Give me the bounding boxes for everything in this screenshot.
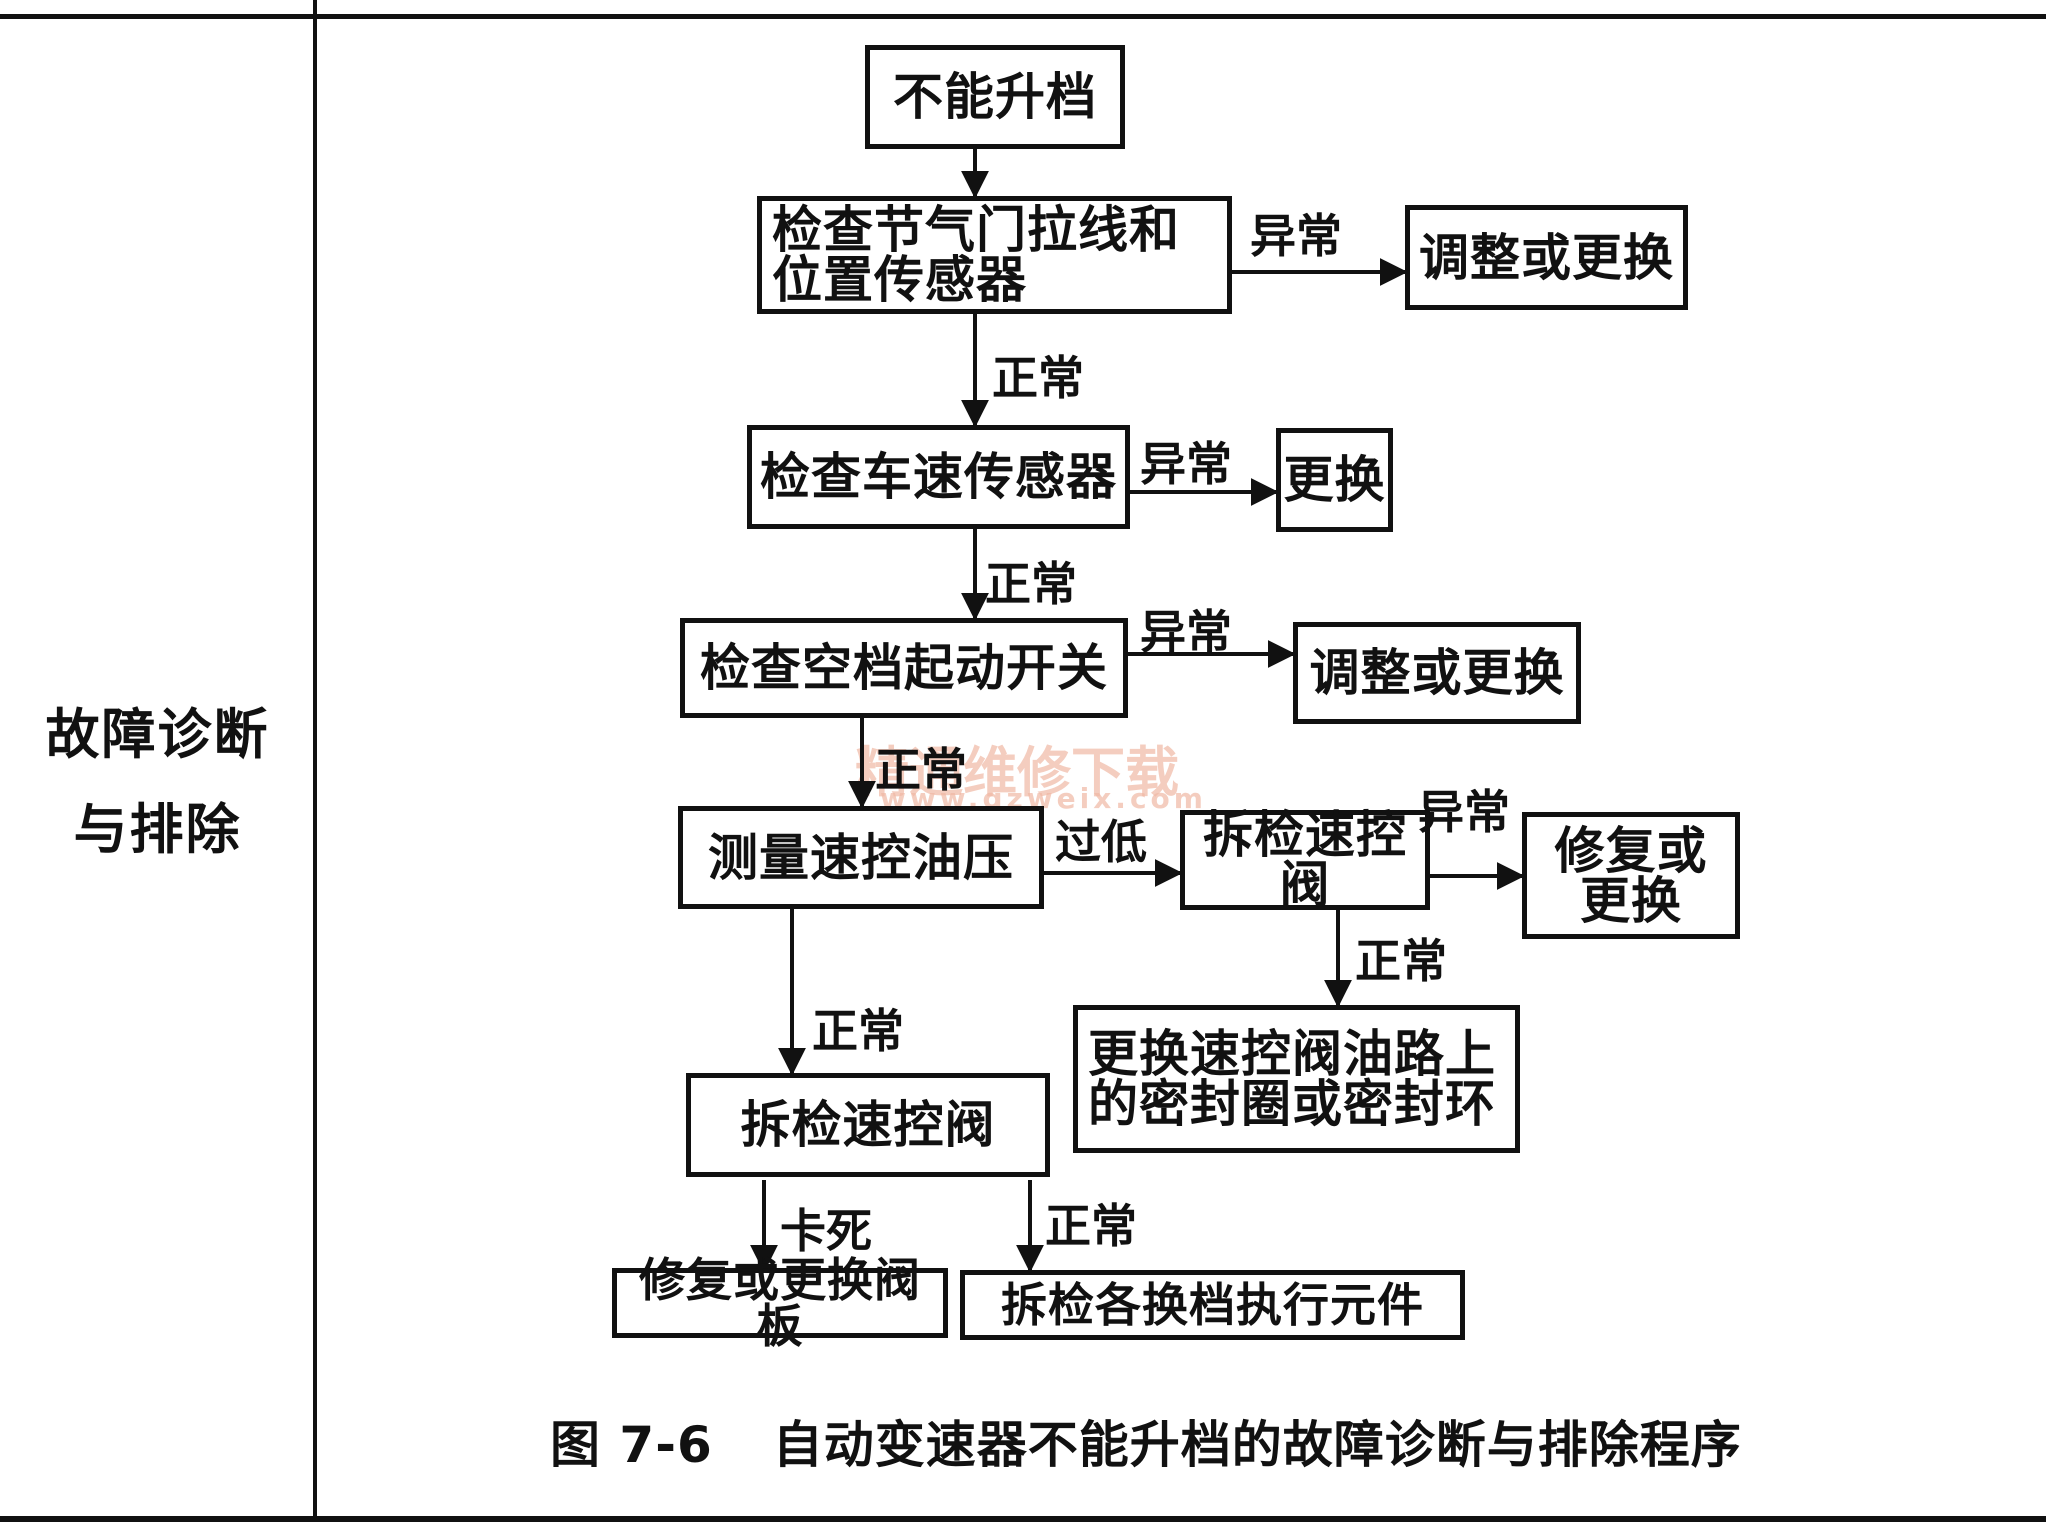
node-repair-or-replace: 修复或 更换 (1522, 812, 1740, 939)
edge-label-abnormal-2: 异常 (1140, 437, 1232, 491)
edge-label-normal-5: 正常 (812, 1004, 904, 1058)
edge-label-abnormal-4: 异常 (1418, 785, 1510, 839)
edge-label-stuck: 卡死 (780, 1204, 872, 1258)
node-adjust-replace-1: 调整或更换 (1405, 205, 1688, 310)
node-inspect-governor-valve-1: 拆检速控阀 (1180, 810, 1430, 910)
node-check-throttle: 检查节气门拉线和 位置传感器 (757, 196, 1232, 314)
edge-label-abnormal-3: 异常 (1140, 605, 1232, 659)
node-replace-seals: 更换速控阀油路上 的密封圈或密封环 (1073, 1005, 1520, 1153)
table-bottom-rule (0, 1516, 2046, 1522)
row-label-line-2: 与排除 (73, 798, 242, 861)
edge-label-abnormal-1: 异常 (1250, 209, 1342, 263)
node-inspect-governor-valve-2: 拆检速控阀 (686, 1073, 1050, 1177)
node-replace: 更换 (1276, 428, 1393, 532)
edge-label-normal-4: 正常 (1355, 934, 1447, 988)
edge-label-normal-3: 正常 (875, 743, 967, 797)
edge-label-normal-1: 正常 (992, 351, 1084, 405)
node-check-neutral-switch: 检查空档起动开关 (680, 618, 1128, 718)
row-label-line-1: 故障诊断 (45, 703, 270, 766)
node-adjust-replace-2: 调整或更换 (1293, 622, 1581, 724)
edge-label-too-low: 过低 (1055, 815, 1147, 869)
figure-number: 图 7-6 (550, 1416, 713, 1474)
figure-title: 自动变速器不能升档的故障诊断与排除程序 (772, 1416, 1742, 1474)
figure-caption: 图 7-6 自动变速器不能升档的故障诊断与排除程序 (550, 1405, 1742, 1477)
watermark-text: 精通维修下载 (855, 741, 1179, 804)
node-inspect-shift-elements: 拆检各换档执行元件 (960, 1270, 1465, 1340)
edge-label-normal-6: 正常 (1045, 1199, 1137, 1253)
table-top-rule (0, 14, 2046, 19)
node-no-upshift: 不能升档 (865, 45, 1125, 149)
node-check-speed-sensor: 检查车速传感器 (747, 425, 1130, 529)
table-column-divider (313, 0, 317, 1520)
edge-label-normal-2: 正常 (985, 557, 1077, 611)
node-repair-valve-plate: 修复或更换阀板 (612, 1257, 948, 1349)
node-measure-governor-pressure: 测量速控油压 (678, 806, 1044, 909)
